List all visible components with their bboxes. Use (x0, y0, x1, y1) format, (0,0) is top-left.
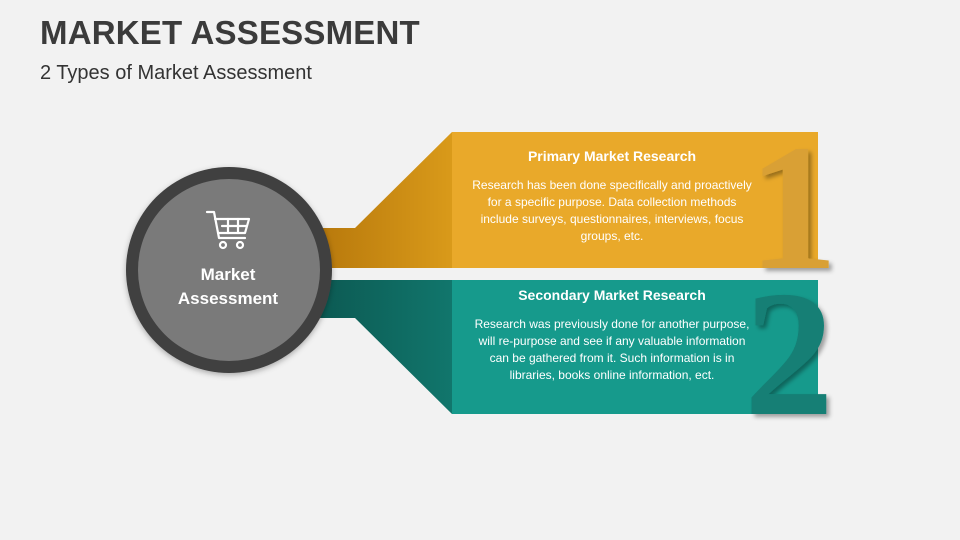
shopping-cart-icon (205, 210, 251, 250)
card-secondary-heading: Secondary Market Research (518, 287, 706, 303)
page-title: MARKET ASSESSMENT (40, 14, 420, 51)
center-circle-inner (138, 179, 320, 361)
card-primary-bg (452, 132, 818, 268)
card-primary-number: 1 (748, 108, 838, 307)
card-secondary: Secondary Market Research Research was p… (472, 287, 752, 384)
card-primary: Primary Market Research Research has bee… (472, 148, 752, 245)
card-secondary-bg (452, 280, 818, 414)
center-label: Market Assessment (150, 263, 306, 311)
connector-bottom (320, 280, 452, 414)
card-secondary-number: 2 (744, 254, 834, 453)
center-label-line2: Assessment (177, 289, 279, 308)
card-primary-body: Research has been done specifically and … (472, 178, 752, 243)
page-subtitle: 2 Types of Market Assessment (40, 62, 312, 84)
connector-top (320, 132, 452, 268)
card-secondary-body: Research was previously done for another… (474, 317, 750, 382)
card-primary-heading: Primary Market Research (527, 148, 697, 164)
center-label-line1: Market (200, 265, 256, 284)
